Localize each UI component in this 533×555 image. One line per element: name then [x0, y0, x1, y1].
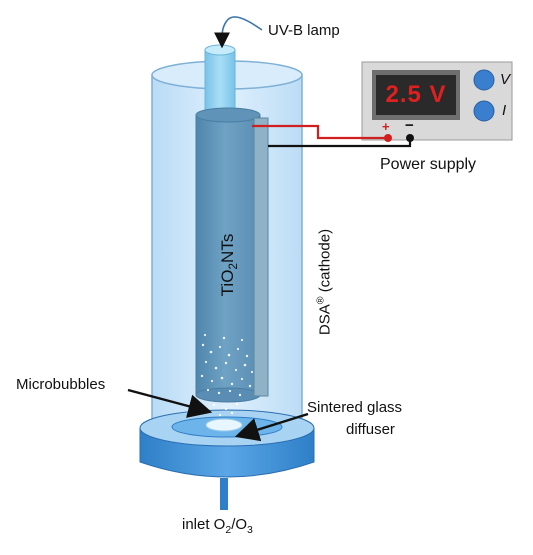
dsa-cathode-label: DSA® (cathode)	[314, 228, 334, 336]
tio2-tube-bottom	[195, 387, 261, 403]
uv-lamp-cap	[204, 44, 236, 56]
sintered-glass-label: Sintered glass	[307, 399, 403, 416]
dsa-cathode-plate	[253, 117, 269, 397]
inlet-pipe	[220, 478, 228, 510]
tio2-tube-top	[195, 107, 261, 123]
uv-lamp-pointer	[214, 16, 263, 49]
plus-sign: +	[382, 119, 390, 134]
sintered-glass-diffuser	[205, 418, 243, 432]
diffuser-label: diffuser	[346, 421, 395, 438]
knob-v-label: V	[500, 71, 511, 88]
black-wire	[268, 138, 412, 148]
microbubbles-label: Microbubbles	[16, 376, 106, 393]
diffuser-arrow	[234, 412, 309, 442]
voltage-display: 2.5 V	[376, 75, 456, 115]
current-knob[interactable]	[473, 100, 495, 122]
uv-lamp-label: UV-B lamp	[268, 22, 340, 39]
knob-i-label: I	[502, 102, 507, 119]
voltage-knob[interactable]	[473, 69, 495, 91]
red-wire	[252, 124, 388, 140]
microbubbles-arrow	[127, 388, 213, 418]
microbubbles-dots	[200, 333, 254, 417]
inlet-label: inlet O2/O3	[182, 516, 253, 536]
power-supply-label: Power supply	[380, 156, 477, 173]
minus-sign: −	[405, 117, 414, 134]
tio2-nts-label: TiO2NTs	[217, 233, 241, 297]
